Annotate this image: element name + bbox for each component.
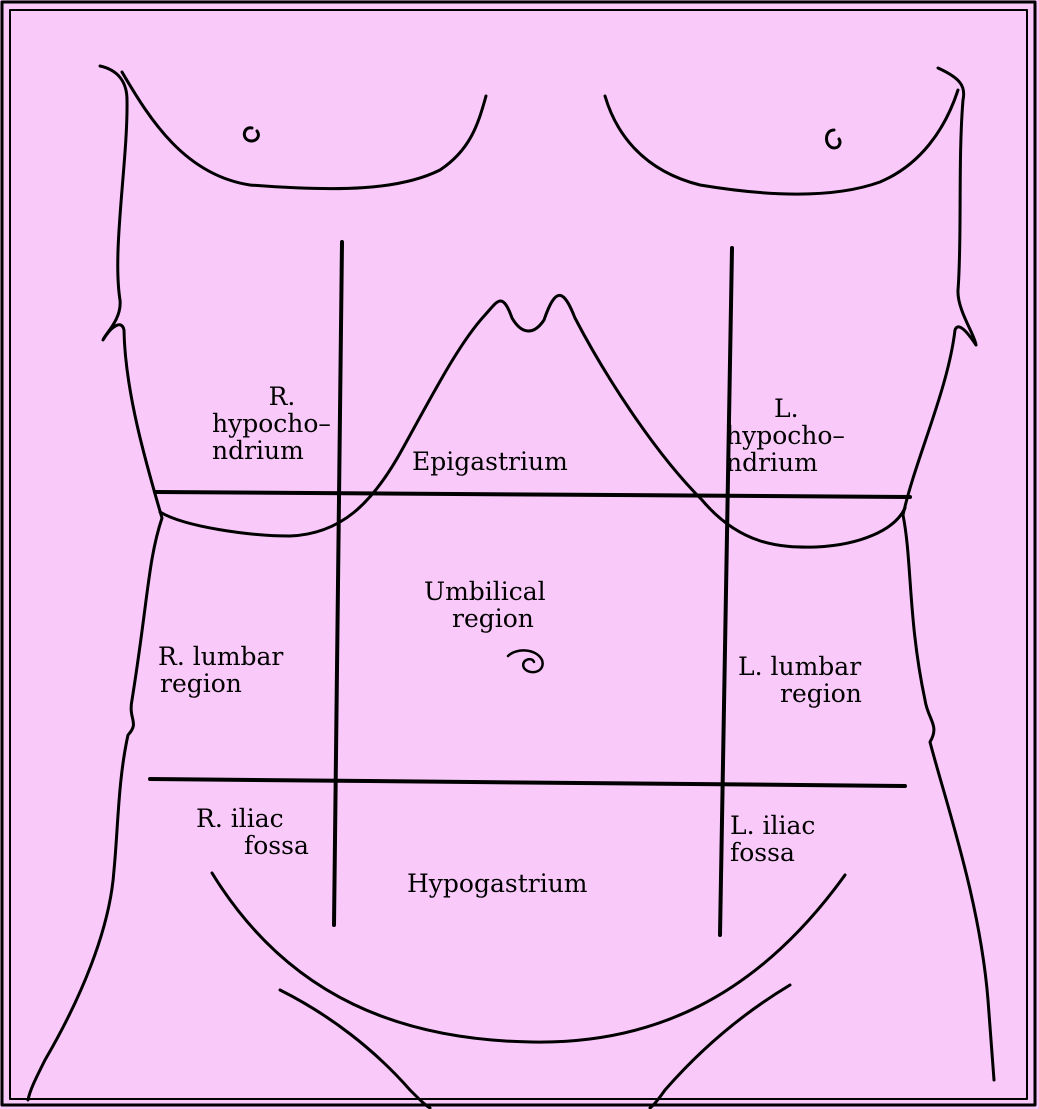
r-iliac-line2: fossa (196, 832, 346, 859)
inguinal-inner-curve-right (650, 985, 790, 1108)
l-lumbar-line2: region (738, 680, 928, 707)
torso-right-outline (903, 68, 994, 1080)
l-lumbar-label: L. lumbar region (738, 653, 928, 707)
r-hypochondrium-line3: ndrium (202, 437, 362, 464)
pelvic-outer-curve (212, 873, 845, 1042)
l-iliac-line2: fossa (730, 839, 880, 866)
upper-horizontal-line (155, 492, 910, 497)
r-iliac-line1: R. iliac (196, 805, 346, 832)
epigastrium-label: Epigastrium (412, 448, 632, 475)
hypogastrium-label: Hypogastrium (407, 870, 647, 897)
r-hypochondrium-line1: R. (202, 383, 362, 410)
torso-left-outline (28, 66, 162, 1100)
frame-inner (10, 10, 1027, 1099)
left-nipple-icon (827, 130, 840, 148)
umbilical-line2: region (424, 605, 624, 632)
l-hypochondrium-line1: L. (726, 395, 926, 422)
r-iliac-label: R. iliac fossa (196, 805, 346, 859)
l-iliac-label: L. iliac fossa (730, 812, 880, 866)
umbilical-line1: Umbilical (424, 578, 624, 605)
right-breast-curve (122, 72, 486, 189)
r-hypochondrium-label: R. hypocho– ndrium (202, 383, 362, 464)
umbilical-label: Umbilical region (424, 578, 624, 632)
l-hypochondrium-label: L. hypocho– ndrium (726, 395, 926, 476)
l-lumbar-line1: L. lumbar (738, 653, 928, 680)
r-lumbar-label: R. lumbar region (158, 643, 338, 697)
right-nipple-icon (244, 128, 258, 141)
inguinal-inner-curve-left (280, 990, 430, 1108)
lower-horizontal-line (150, 779, 905, 786)
l-hypochondrium-line2: hypocho– (726, 422, 926, 449)
l-hypochondrium-line3: ndrium (726, 449, 926, 476)
r-lumbar-line2: region (158, 670, 338, 697)
l-iliac-line1: L. iliac (730, 812, 880, 839)
r-hypochondrium-line2: hypocho– (202, 410, 362, 437)
r-lumbar-line1: R. lumbar (158, 643, 338, 670)
left-breast-curve (605, 90, 958, 194)
umbilicus-icon (508, 650, 543, 672)
